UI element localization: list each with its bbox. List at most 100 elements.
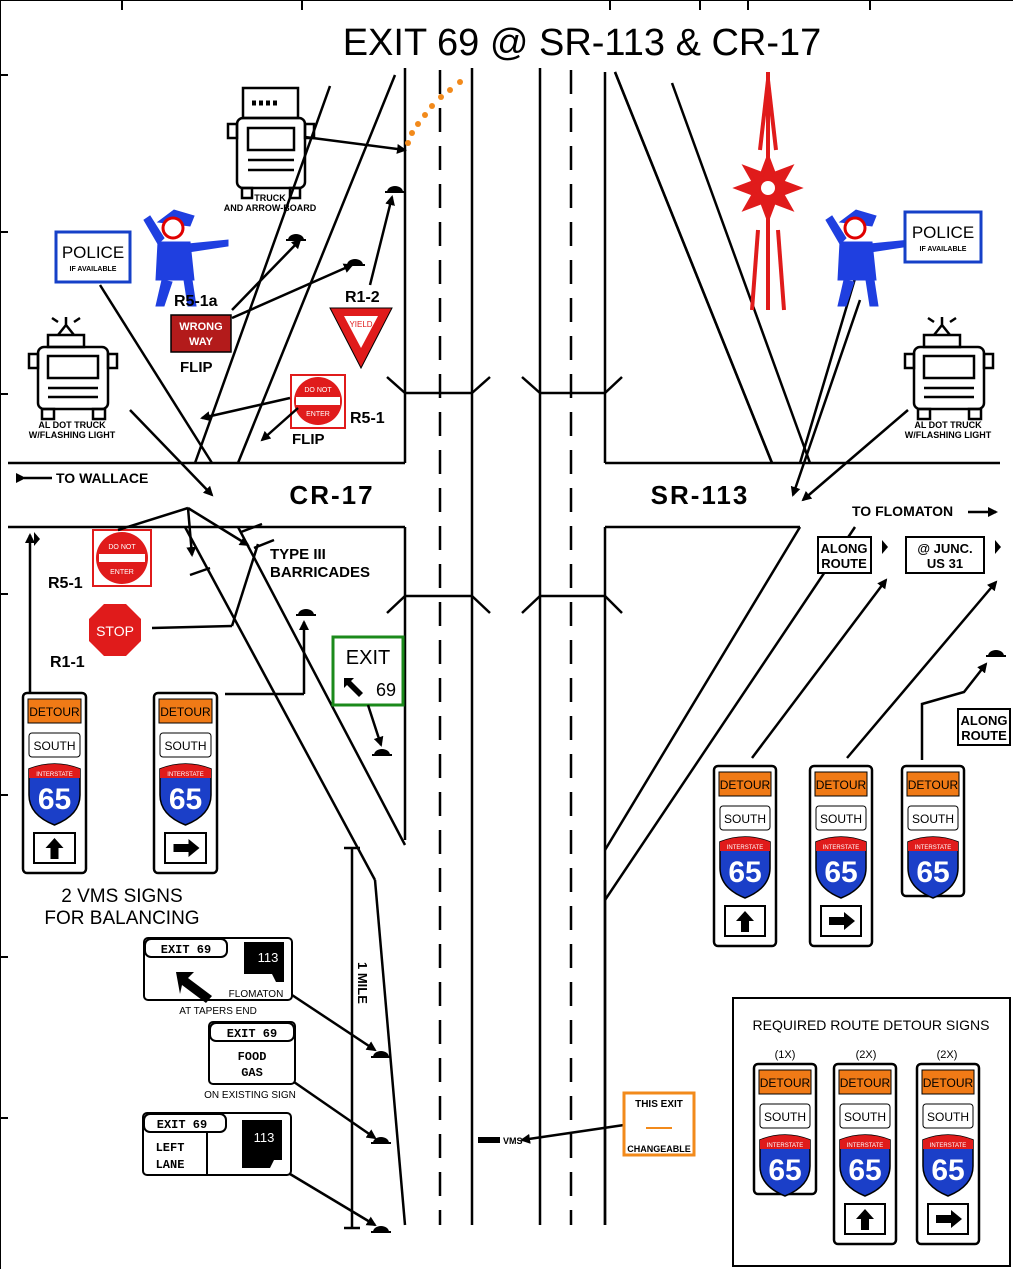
south-plate [922,1103,974,1129]
detour-assembly: DETOUR SOUTH INTERSTATE 65 [752,1062,818,1197]
this-exit-label: THIS EXIT [635,1099,683,1110]
police-officer-left-icon [143,209,229,307]
shield-top-band [720,837,770,851]
along-route-2-b: ROUTE [961,728,1007,743]
route-number: 65 [931,1154,964,1187]
detour-text: DETOUR [760,1076,811,1090]
south-text: SOUTH [764,1110,806,1124]
guide1-dest: FLOMATON [229,989,284,1000]
legend-qty-3: (2X) [937,1049,958,1061]
detour-text: DETOUR [816,778,867,792]
changeable-label: CHANGEABLE [627,1144,691,1154]
along-route-2-a: ALONG [961,713,1008,728]
exit-sign-word: EXIT [346,647,390,669]
detour-text: DETOUR [840,1076,891,1090]
along-route-1-b: ROUTE [821,556,867,571]
guide3-line2: LANE [156,1158,185,1172]
dot-truck-right-label-2: W/FLASHING LIGHT [905,430,992,440]
flag-marker-2 [882,540,888,554]
detour-assemblies: DETOURSOUTHINTERSTATE65DETOURSOUTHINTERS… [21,691,981,1246]
wrong-way-sign [170,314,232,353]
to-flomaton: TO FLOMATON [852,503,998,519]
vms-symbol [478,1137,500,1143]
detour-text: DETOUR [29,705,80,719]
up-arrow-icon [736,911,754,932]
guide2-line1: FOOD [238,1050,267,1064]
route-number: 65 [768,1154,801,1187]
route-number: 65 [824,856,857,889]
r5-1-code: R5-1 [350,410,385,427]
sign-post-4 [295,608,317,616]
right-arrow-icon [829,912,855,930]
vms-note-1: 2 VMS SIGNS [61,886,182,907]
legend-qty-1: (1X) [775,1049,796,1061]
south-plate [759,1103,811,1129]
sign-post-3 [384,185,406,193]
dne1-bottom: ENTER [306,411,330,418]
flag-marker-1 [34,532,40,546]
right-arrow-icon [936,1210,962,1228]
police-left-sub: IF AVAILABLE [70,266,117,273]
detour-plate [158,698,213,724]
sign-post-2 [344,258,366,266]
south-plate [815,805,867,831]
wrong-way-line1: WRONG [179,321,222,333]
vms-label: VMS [503,1136,523,1146]
detour-plate [758,1069,812,1095]
interstate-text: INTERSTATE [767,1143,803,1149]
detour-plate [27,698,82,724]
dot-truck-left-label-1: AL DOT TRUCK [38,420,106,430]
svg-text:TO WALLACE: TO WALLACE [56,470,148,486]
type-iii-barricades [25,506,309,696]
sign-post-1 [285,233,307,241]
legend-qty-2: (2X) [856,1049,877,1061]
wrong-way-arrows [231,238,354,320]
road-label-sr113: SR-113 [651,480,750,510]
south-plate [28,732,81,758]
guide3-route: 113 [254,1130,275,1145]
guide-sign-food-gas: EXIT 69 FOOD GAS [208,1021,296,1085]
svg-text:TO FLOMATON: TO FLOMATON [852,503,953,519]
police-officer-right-icon [825,209,911,307]
r1-2-code: R1-2 [345,289,380,306]
shield-top-band [908,837,958,851]
flag-marker-3 [995,540,1001,554]
truck-label-1: TRUCK [254,193,286,203]
truck-label-2: AND ARROW-BOARD [224,203,317,213]
police-right-text: POLICE [912,223,974,242]
stop-text: STOP [96,623,134,639]
guide1-arrow-icon [176,972,212,1003]
legend-title: REQUIRED ROUTE DETOUR SIGNS [753,1017,990,1033]
detour-plate [838,1069,892,1095]
shield-top-band [923,1135,973,1149]
guide2-exit: EXIT 69 [227,1027,277,1041]
to-wallace: TO WALLACE [16,470,148,486]
detour-plate [906,771,960,797]
detour-text: DETOUR [908,778,959,792]
interstate-text: INTERSTATE [930,1143,966,1149]
police-left-text: POLICE [62,243,124,262]
flashing-beacon-icon [732,72,804,311]
r5-1a-code: R5-1a [174,293,218,310]
sign-post-7 [370,1050,392,1058]
interstate-text: INTERSTATE [915,845,951,851]
one-mile-dimension [344,846,360,1230]
police-sign-right [903,210,983,264]
diagram-title: EXIT 69 @ SR-113 & CR-17 [343,22,822,64]
yield-text: YIELD [349,320,372,329]
shield-top-band [840,1135,890,1149]
roadway [8,68,1000,1226]
dne2-bottom: ENTER [110,569,134,576]
up-arrow-icon [45,838,64,859]
guide3-line1: LEFT [156,1141,185,1155]
right-detour-arrows [751,578,998,760]
route-number: 65 [169,783,202,816]
detour-plate [814,771,868,797]
